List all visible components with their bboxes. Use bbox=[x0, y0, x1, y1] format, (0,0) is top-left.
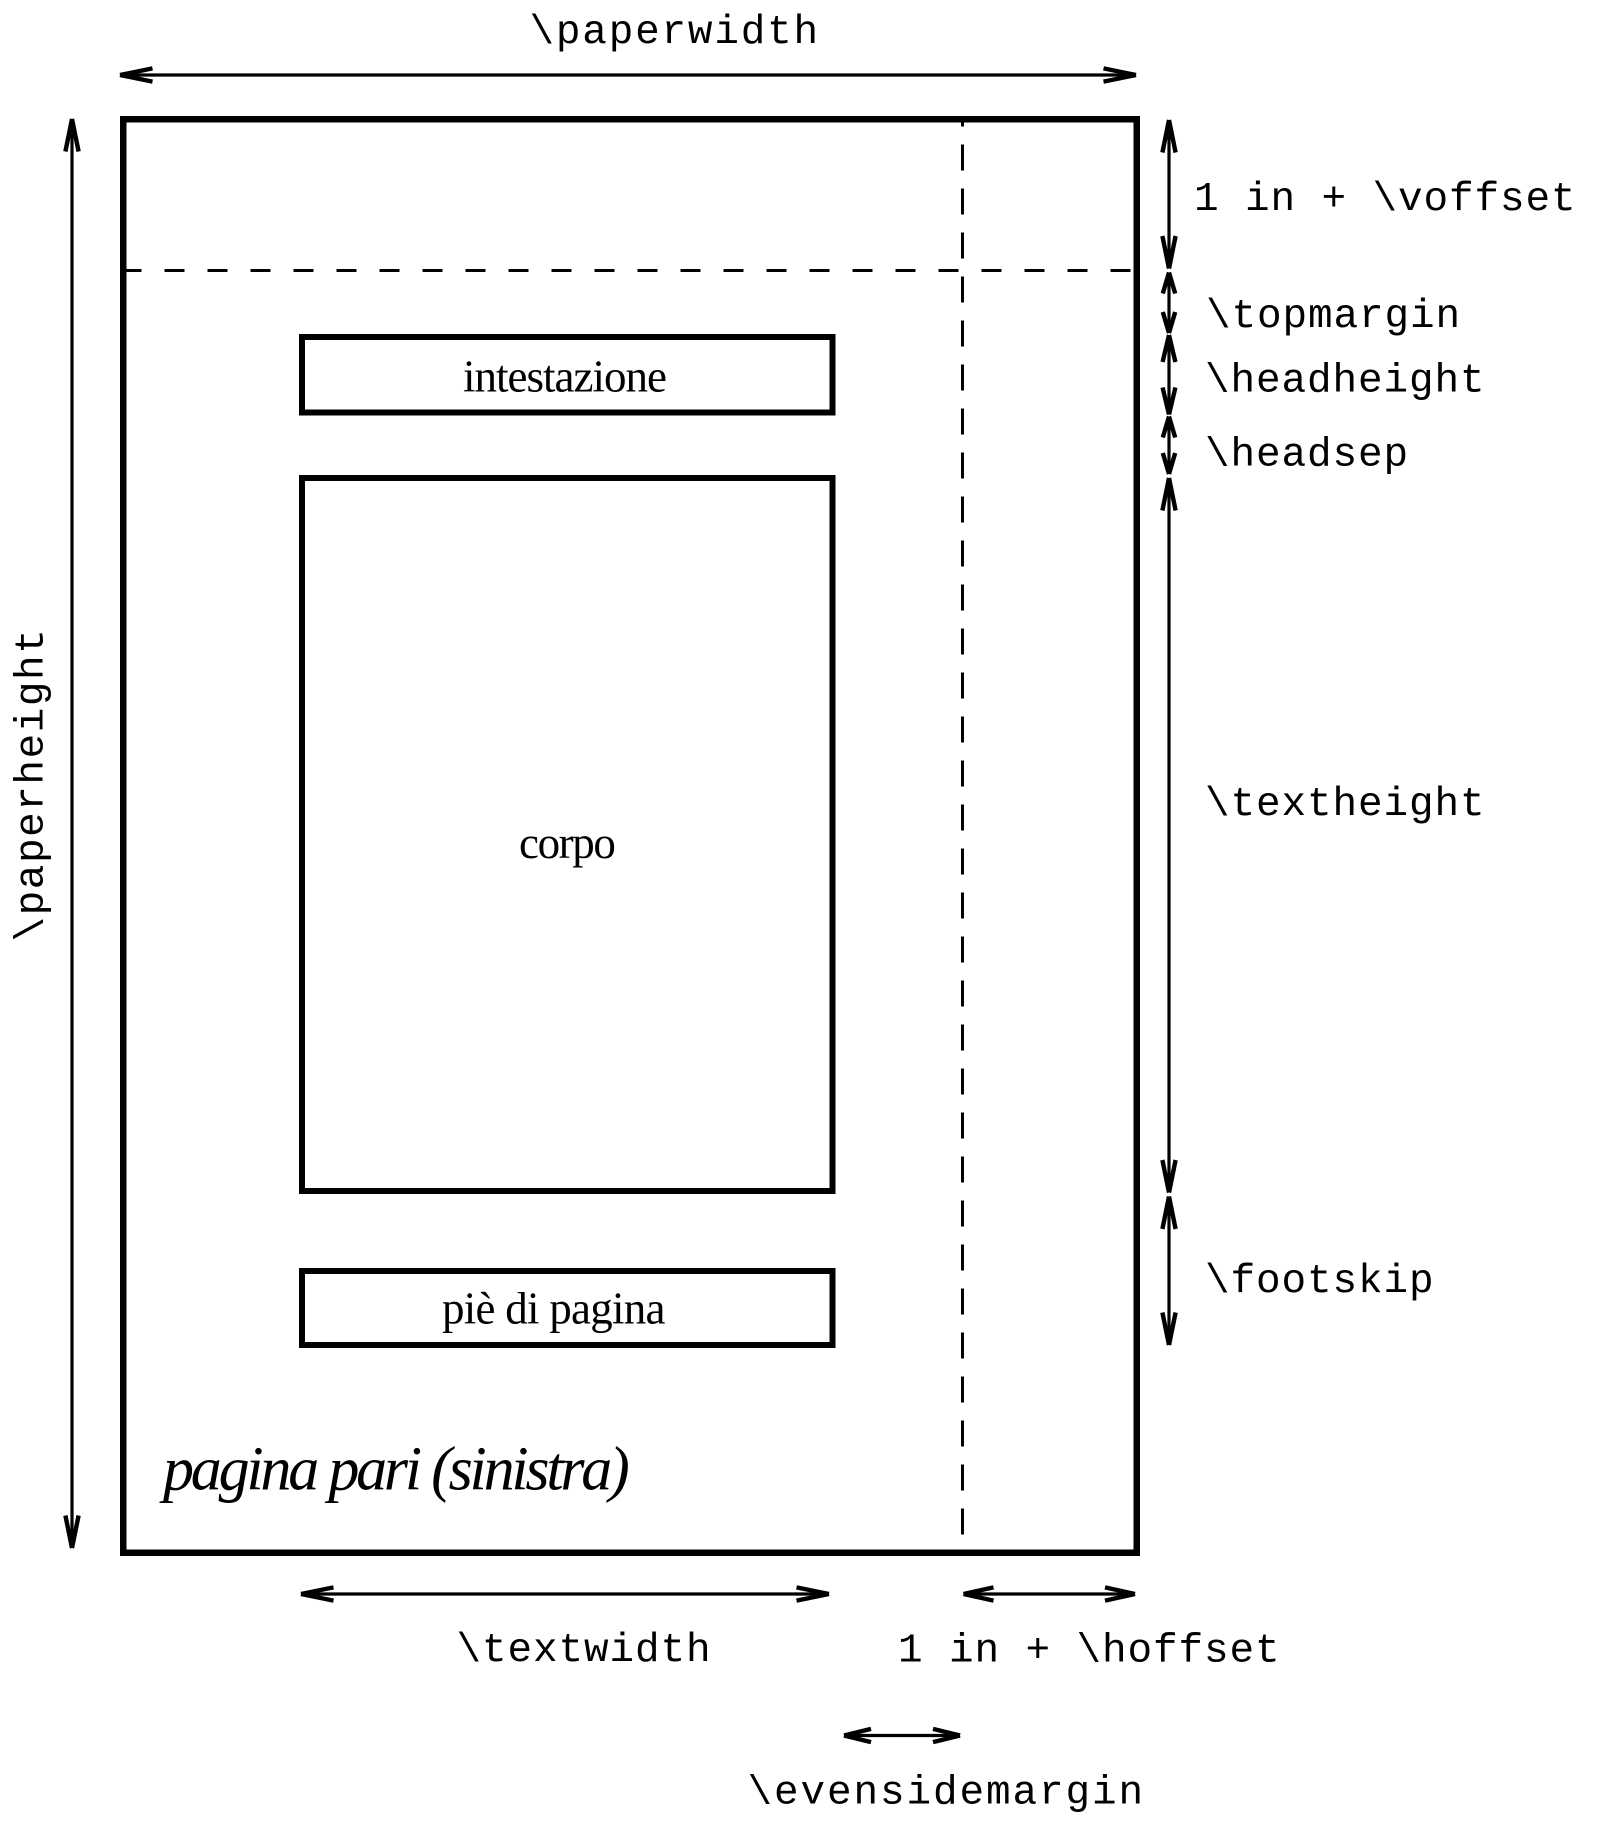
svg-text:\headheight: \headheight bbox=[1205, 359, 1486, 405]
svg-text:pagina pari (sinistra): pagina pari (sinistra) bbox=[159, 1436, 628, 1504]
svg-text:\topmargin: \topmargin bbox=[1206, 294, 1461, 340]
svg-text:\textheight: \textheight bbox=[1205, 782, 1486, 828]
svg-text:\evensidemargin: \evensidemargin bbox=[748, 1771, 1146, 1817]
svg-text:\textwidth: \textwidth bbox=[457, 1628, 712, 1674]
svg-text:1 in + \hoffset: 1 in + \hoffset bbox=[898, 1629, 1281, 1675]
svg-text:\paperheight: \paperheight bbox=[10, 628, 56, 942]
svg-text:\headsep: \headsep bbox=[1205, 433, 1409, 479]
svg-text:\paperwidth: \paperwidth bbox=[530, 10, 820, 56]
svg-text:\footskip: \footskip bbox=[1205, 1259, 1435, 1305]
svg-text:1 in + \voffset: 1 in + \voffset bbox=[1194, 177, 1577, 223]
svg-text:piè di pagina: piè di pagina bbox=[442, 1284, 665, 1334]
svg-text:intestazione: intestazione bbox=[463, 352, 666, 402]
svg-text:corpo: corpo bbox=[519, 818, 614, 868]
